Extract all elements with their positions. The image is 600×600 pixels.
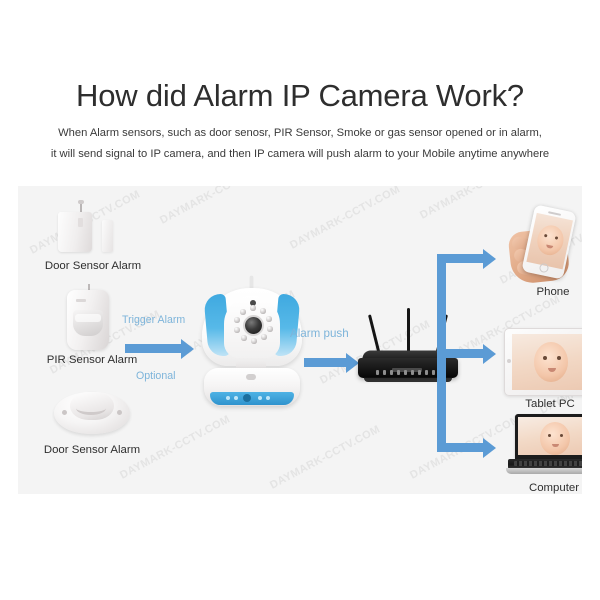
baby-eye bbox=[554, 236, 558, 240]
device-label-phone: Phone bbox=[536, 286, 570, 298]
router-led bbox=[376, 370, 379, 375]
smartphone-in-hand-icon bbox=[507, 204, 582, 285]
ir-led bbox=[234, 317, 240, 323]
ir-led bbox=[250, 305, 256, 311]
baby-photo bbox=[534, 222, 566, 258]
baby-eye bbox=[560, 434, 563, 437]
wifi-router-icon bbox=[358, 306, 458, 386]
detector-dome-part bbox=[70, 392, 114, 420]
flow-label-optional: Optional bbox=[136, 370, 176, 382]
ir-led-ring bbox=[234, 305, 273, 344]
branch-arrow-to-phone bbox=[437, 254, 483, 263]
camera-base-button bbox=[246, 374, 256, 380]
sensor-label-door-bottom: Door Sensor Alarm bbox=[43, 444, 141, 456]
detector-led-part bbox=[62, 410, 67, 415]
branch-arrow-to-tablet bbox=[437, 349, 483, 358]
ir-led bbox=[240, 309, 246, 315]
laptop-lid-part bbox=[515, 414, 582, 459]
baby-eye bbox=[543, 356, 547, 360]
alarm-push-arrow-head bbox=[346, 352, 359, 373]
router-led bbox=[418, 370, 421, 375]
baby-photo bbox=[540, 422, 570, 455]
sensor-magnet-part bbox=[102, 220, 113, 252]
router-foot-part bbox=[364, 377, 452, 382]
watermark-text: DAYMARK-CCTV.COM bbox=[268, 423, 383, 492]
camera-antenna-part bbox=[250, 276, 253, 294]
camera-base-led bbox=[258, 396, 262, 400]
camera-base-led bbox=[266, 396, 270, 400]
camera-base-led bbox=[234, 396, 238, 400]
lens-part bbox=[73, 310, 103, 336]
phone-screen bbox=[525, 212, 573, 270]
ir-led bbox=[267, 326, 273, 332]
antenna-part bbox=[78, 200, 84, 214]
ir-led bbox=[260, 308, 266, 314]
camera-base-blue-stripe bbox=[210, 392, 294, 405]
baby-mouth bbox=[552, 444, 559, 447]
router-led bbox=[425, 370, 428, 375]
subtitle-line-1: When Alarm sensors, such as door senosr,… bbox=[58, 127, 542, 139]
branch-arrow-head-tablet bbox=[483, 343, 496, 364]
device-label-computer: Computer bbox=[528, 482, 579, 494]
flow-label-trigger-alarm: Trigger Alarm bbox=[122, 314, 186, 326]
pir-sensor-icon bbox=[63, 284, 117, 350]
camera-base-led bbox=[226, 396, 230, 400]
page-title: How did Alarm IP Camera Work? bbox=[76, 78, 524, 113]
router-led bbox=[383, 370, 386, 375]
led-part bbox=[76, 299, 86, 302]
subtitle-line-2: it will send signal to IP camera, and th… bbox=[50, 148, 550, 160]
branch-arrow-head-computer bbox=[483, 437, 496, 458]
ir-led bbox=[251, 338, 257, 344]
trigger-arrow-head bbox=[181, 338, 194, 359]
watermark-text: DAYMARK-CCTV.COM bbox=[158, 186, 273, 227]
camera-base-center-dot bbox=[243, 394, 251, 402]
router-led bbox=[432, 370, 435, 375]
baby-eye bbox=[557, 356, 561, 360]
router-led bbox=[390, 370, 393, 375]
watermark-text: DAYMARK-CCTV.COM bbox=[288, 186, 403, 252]
diagram-panel: DAYMARK-CCTV.COM DAYMARK-CCTV.COM DAYMAR… bbox=[18, 186, 582, 494]
camera-light-sensor bbox=[250, 300, 256, 306]
branch-arrow-to-computer bbox=[437, 443, 483, 452]
device-label-tablet: Tablet PC bbox=[525, 398, 575, 410]
antenna-part bbox=[88, 284, 90, 294]
router-antenna bbox=[407, 308, 410, 364]
laptop-keys-part bbox=[514, 461, 582, 466]
laptop-screen bbox=[518, 417, 582, 455]
baby-eye bbox=[548, 434, 551, 437]
sensor-body-part bbox=[67, 290, 109, 350]
ip-camera-icon bbox=[196, 276, 308, 406]
camera-head-part bbox=[202, 288, 302, 366]
sensor-label-door-top: Door Sensor Alarm bbox=[44, 260, 142, 272]
router-led bbox=[411, 370, 414, 375]
flow-label-alarm-push: Alarm push bbox=[290, 327, 349, 340]
laptop-icon bbox=[506, 414, 582, 476]
ir-led bbox=[234, 327, 240, 333]
phone-home-button bbox=[538, 262, 550, 274]
router-led bbox=[404, 370, 407, 375]
detector-led-part bbox=[117, 410, 122, 415]
camera-lens bbox=[245, 317, 262, 334]
sensor-label-pir: PIR Sensor Alarm bbox=[46, 354, 138, 366]
door-sensor-icon bbox=[58, 200, 128, 252]
router-led bbox=[397, 370, 400, 375]
ir-led bbox=[241, 335, 247, 341]
alarm-push-arrow-shaft bbox=[304, 358, 346, 367]
sensor-body-part bbox=[58, 212, 92, 252]
tablet-home-button bbox=[507, 359, 511, 363]
tablet-icon bbox=[504, 328, 582, 396]
smoke-detector-icon bbox=[54, 386, 130, 440]
ir-led bbox=[261, 334, 267, 340]
trigger-arrow-shaft bbox=[125, 344, 181, 353]
baby-mouth bbox=[548, 368, 556, 372]
tablet-screen bbox=[512, 334, 582, 390]
router-brand-mark bbox=[392, 368, 422, 372]
baby-eye bbox=[543, 233, 548, 238]
phone-body-part bbox=[521, 204, 577, 280]
ir-led bbox=[266, 316, 272, 322]
laptop-base-part bbox=[506, 468, 582, 474]
baby-photo bbox=[534, 342, 568, 382]
branch-arrow-head-phone bbox=[483, 248, 496, 269]
tablet-body-part bbox=[504, 328, 582, 396]
